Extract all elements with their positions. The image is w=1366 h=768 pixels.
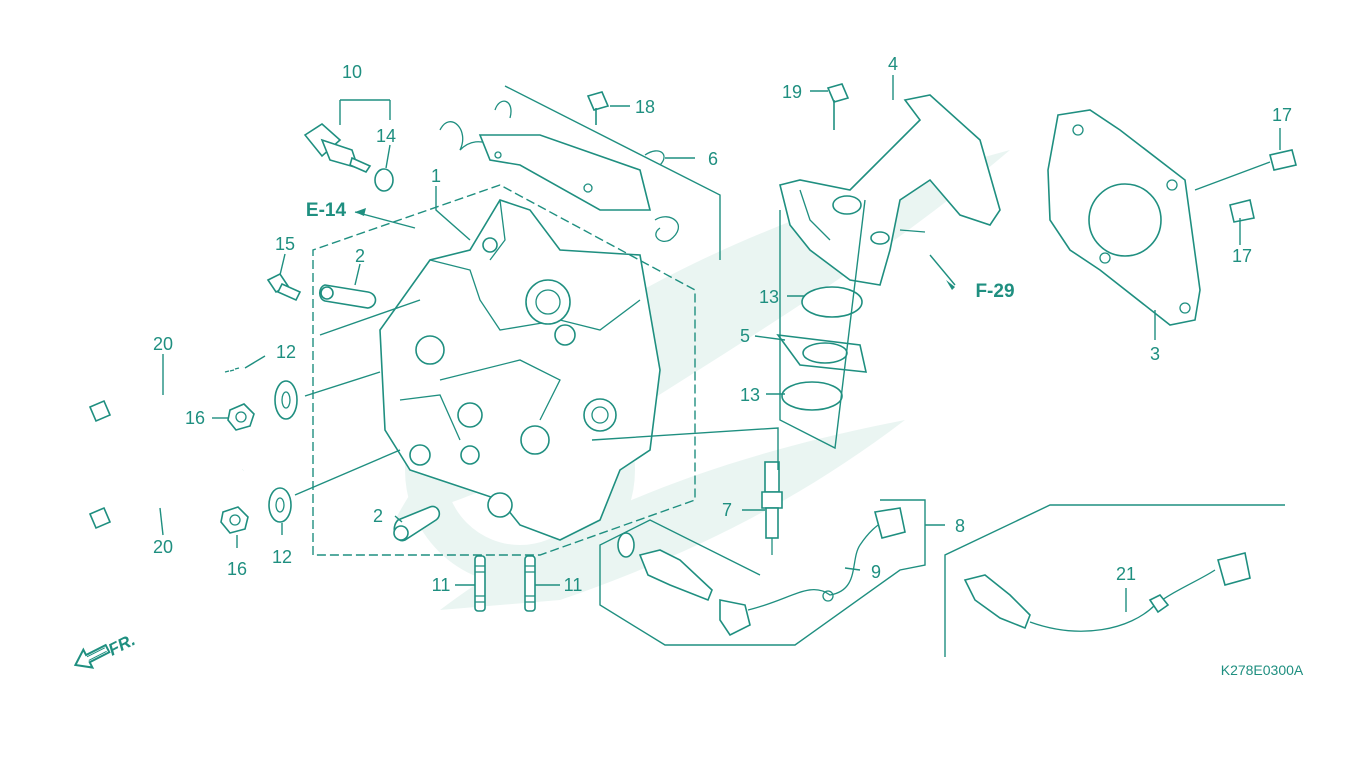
valve-guide-top-part-2[interactable] — [318, 284, 377, 309]
stud-bolt-right-part-11[interactable] — [524, 555, 536, 612]
callout-19: 19 — [782, 82, 802, 102]
sensor-assembly-outline — [599, 499, 926, 646]
callout-20-upper: 20 — [153, 334, 173, 354]
head-gasket-part-3[interactable] — [1047, 109, 1201, 326]
callout-8: 8 — [955, 516, 965, 536]
oxygen-sensor-part-21[interactable] — [963, 552, 1251, 632]
dowel-pin-upper-part-17[interactable] — [1269, 149, 1297, 171]
head-bolt-upper-part-20[interactable] — [88, 365, 244, 423]
callout-6: 6 — [708, 149, 718, 169]
front-arrow-icon — [73, 643, 111, 669]
callout-20-lower: 20 — [153, 537, 173, 557]
callout-21: 21 — [1116, 564, 1136, 584]
leader-lines — [159, 75, 1281, 612]
insulator-part-5[interactable] — [776, 333, 868, 373]
callout-12-upper: 12 — [276, 342, 296, 362]
drawing-code: K278E0300A — [1221, 662, 1304, 678]
valve-guide-bottom-part-2[interactable] — [393, 505, 441, 542]
washer-upper-part-12[interactable] — [274, 380, 298, 420]
callout-4: 4 — [888, 54, 898, 74]
front-label: FR. — [105, 630, 138, 659]
o-ring-part-14[interactable] — [374, 168, 394, 192]
callout-2-top: 2 — [355, 246, 365, 266]
o-ring-lower-part-13[interactable] — [781, 381, 843, 411]
callout-16-lower: 16 — [227, 559, 247, 579]
bolt-part-19[interactable] — [826, 83, 850, 130]
flange-bolt-part-15[interactable] — [266, 272, 302, 302]
nut-upper-part-16[interactable] — [227, 403, 255, 431]
callout-12-lower: 12 — [272, 547, 292, 567]
bolt-part-18[interactable] — [586, 91, 610, 125]
o-ring-upper-part-13[interactable] — [801, 286, 863, 318]
callout-5: 5 — [740, 326, 750, 346]
clip-assembly-outline — [504, 85, 721, 260]
washer-lower-part-12[interactable] — [268, 487, 292, 523]
callout-15: 15 — [275, 234, 295, 254]
spark-plug-part-7[interactable] — [761, 461, 783, 555]
cylinder-head-part-1[interactable] — [379, 199, 661, 541]
sensor-body-part-8[interactable] — [638, 549, 751, 637]
head-assembly-outline — [312, 184, 696, 556]
wire-clip-part-6[interactable] — [439, 100, 679, 242]
callout-11-right: 11 — [564, 575, 583, 595]
dowel-pin-lower-part-17[interactable] — [1229, 199, 1255, 223]
intake-assembly-outline — [779, 199, 866, 450]
reference-e14: E-14 — [306, 200, 347, 221]
spark-plug-leader — [591, 427, 779, 470]
callout-10: 10 — [342, 62, 362, 82]
callout-3: 3 — [1150, 344, 1160, 364]
callout-11-left: 11 — [432, 575, 451, 595]
callout-18: 18 — [635, 97, 655, 117]
f29-arrow — [946, 280, 955, 290]
callout-9: 9 — [871, 562, 881, 582]
callout-17-lower: 17 — [1232, 246, 1252, 266]
callout-16-upper: 16 — [185, 408, 205, 428]
wire-harness-part-9[interactable] — [747, 507, 906, 611]
callout-17-upper: 17 — [1272, 105, 1292, 125]
callout-13-lower: 13 — [740, 385, 760, 405]
temperature-sensor-part-10[interactable] — [303, 122, 372, 174]
nut-lower-part-16[interactable] — [220, 506, 249, 534]
o-ring-sensor-part-8[interactable] — [617, 532, 635, 558]
callout-14: 14 — [376, 126, 396, 146]
stud-bolt-left-part-11[interactable] — [474, 555, 486, 612]
callout-1: 1 — [431, 166, 441, 186]
head-bolt-lower-part-20[interactable] — [88, 468, 244, 530]
oxygen-sensor-outline — [944, 504, 1285, 657]
callout-2-bottom: 2 — [373, 506, 383, 526]
callout-7: 7 — [722, 500, 732, 520]
callout-13-upper: 13 — [759, 287, 779, 307]
e14-arrow — [355, 208, 366, 216]
reference-f29: F-29 — [975, 281, 1014, 302]
